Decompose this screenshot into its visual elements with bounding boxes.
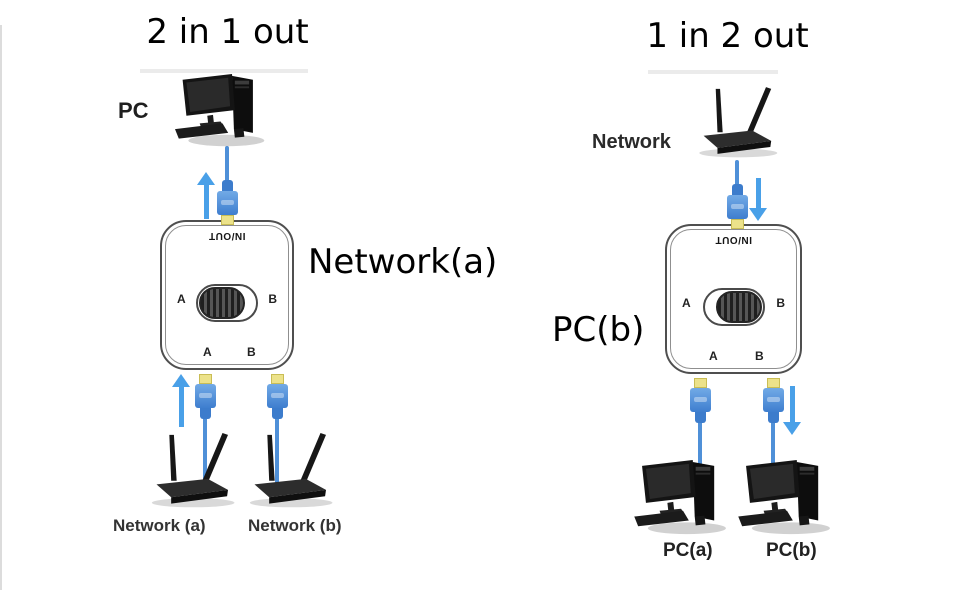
right-annotation: PC(b) [552, 310, 645, 350]
selector-slider [196, 284, 258, 322]
up-arrow-icon [197, 172, 215, 219]
network-label: Network [592, 131, 671, 153]
left-title: 2 in 1 out [146, 12, 309, 52]
cable-switch-to-pc-a [698, 421, 702, 471]
bottom-port-b-label: B [247, 345, 256, 359]
router-b-label: Network (b) [248, 516, 342, 535]
inout-label: IN/OUT [715, 234, 752, 245]
right-title: 1 in 2 out [646, 16, 809, 56]
selector-knob [199, 287, 245, 319]
faint-band-right [648, 70, 778, 74]
up-arrow-icon [172, 374, 190, 427]
down-arrow-icon [783, 386, 801, 435]
cable-switch-to-router-a [203, 417, 207, 489]
left-annotation: Network(a) [308, 242, 498, 282]
pc-icon [175, 74, 270, 150]
pc-a-label: PC(a) [663, 540, 713, 561]
bottom-port-a-label: A [203, 345, 212, 359]
router-a-label: Network (a) [113, 516, 206, 535]
port-a-label: A [177, 292, 186, 306]
pc-b-label: PC(b) [766, 540, 817, 561]
port-a-label: A [682, 296, 691, 310]
cable-network-to-switch [735, 160, 739, 186]
faint-band-left [140, 69, 308, 73]
cable-switch-to-router-b [275, 417, 279, 487]
switch-device-left: IN/OUT A B A B [160, 220, 294, 370]
cable-switch-to-pc-b [771, 421, 775, 471]
ethernet-plug-up-icon [761, 378, 785, 423]
ethernet-plug-up-icon [688, 378, 712, 423]
pc-icon [633, 460, 733, 538]
port-b-label: B [268, 292, 277, 306]
router-icon [238, 432, 348, 512]
bottom-port-b-label: B [755, 349, 764, 363]
left-edge-line [0, 25, 2, 590]
cable-pc-to-switch [225, 146, 229, 182]
switch-device-right: IN/OUT A B A B [665, 224, 802, 374]
ethernet-plug-down-icon [725, 184, 749, 229]
selector-knob [715, 291, 762, 323]
pc-label: PC [118, 98, 149, 123]
bottom-port-a-label: A [709, 349, 718, 363]
selector-slider [702, 288, 765, 326]
ethernet-plug-down-icon [215, 180, 239, 225]
router-icon [140, 432, 250, 512]
down-arrow-icon [749, 178, 767, 221]
router-icon [688, 84, 792, 164]
port-b-label: B [776, 296, 785, 310]
inout-label: IN/OUT [208, 230, 246, 241]
ethernet-plug-up-icon [193, 374, 217, 419]
ethernet-plug-up-icon [265, 374, 289, 419]
pc-icon [737, 460, 837, 538]
